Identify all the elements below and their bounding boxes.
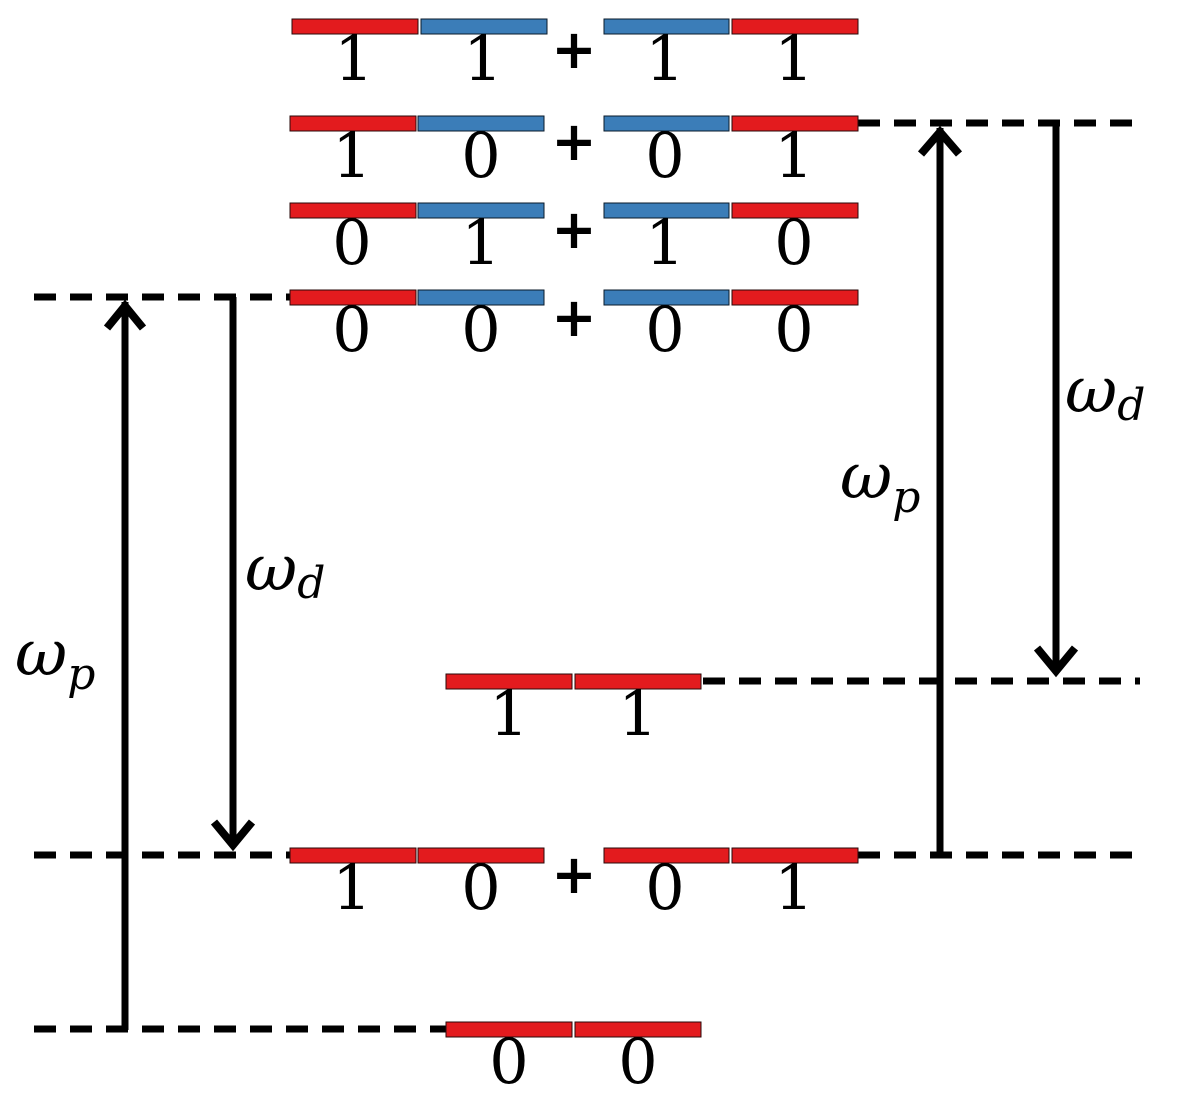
mode-bar-red [289, 847, 417, 864]
right-pump-arrow [917, 125, 963, 855]
mode-bar-red [417, 847, 545, 864]
mode-bar-red [731, 202, 859, 219]
mode-bar-blue [417, 289, 545, 306]
plus-sign: + [551, 198, 596, 261]
occupation-digit: 1 [461, 206, 500, 279]
mode-bar-blue [603, 18, 730, 35]
occupation-digit: 0 [461, 119, 500, 192]
state-row-sup-10: 1 0 + 0 1 [289, 110, 859, 192]
omega-subscript: p [67, 649, 95, 700]
occupation-digit: 1 [645, 22, 684, 95]
occupation-digit: 1 [334, 22, 373, 95]
mode-bar-blue [603, 115, 730, 132]
mode-bar-red [289, 202, 417, 219]
plus-sign: + [551, 843, 596, 906]
omega-symbol: ω [840, 440, 892, 514]
label-left-drive: ωd [245, 532, 325, 609]
occupation-digit: 1 [645, 206, 684, 279]
omega-subscript: d [297, 558, 325, 609]
occupation-digit: 0 [489, 1025, 528, 1098]
omega-symbol: ω [1065, 354, 1117, 428]
occupation-digit: 1 [774, 22, 813, 95]
occupation-digit: 1 [463, 22, 502, 95]
omega-subscript: p [892, 472, 920, 523]
arrow-head-down-icon [1033, 645, 1079, 678]
plus-sign: + [551, 18, 596, 81]
state-row-sup-01: 0 1 + 1 0 [289, 198, 859, 279]
arrow-head-up-icon [103, 299, 147, 331]
label-right-pump: ωp [840, 440, 920, 523]
plus-sign: + [551, 286, 596, 349]
left-drive-arrow [210, 297, 256, 852]
occupation-digit: 0 [618, 1025, 657, 1098]
arrow-head-up-icon [917, 125, 963, 157]
mode-bar-blue [603, 202, 730, 219]
occupation-digit: 0 [461, 851, 500, 924]
mode-bar-red [603, 847, 730, 864]
left-pump-arrow [103, 299, 147, 1030]
mode-bar-red [731, 115, 859, 132]
occupation-digit: 1 [618, 677, 657, 750]
right-drive-arrow [1033, 123, 1079, 678]
omega-symbol: ω [15, 617, 67, 691]
mode-bar-red [574, 1021, 702, 1038]
occupation-digit: 0 [645, 293, 684, 366]
mode-bar-red [445, 1021, 573, 1038]
mode-bar-red [731, 289, 859, 306]
omega-symbol: ω [245, 532, 297, 606]
mode-bar-blue [417, 202, 545, 219]
occupation-digit: 1 [332, 119, 371, 192]
occupation-digit: 1 [774, 851, 813, 924]
occupation-digit: 0 [774, 206, 813, 279]
occupation-digit: 1 [489, 677, 528, 750]
state-mid-11: 1 1 [445, 673, 702, 750]
occupation-digit: 1 [774, 119, 813, 192]
occupation-digit: 0 [645, 851, 684, 924]
plus-sign: + [551, 110, 596, 173]
mode-bar-blue [603, 289, 730, 306]
state-row-sup-00: 0 0 + 0 0 [289, 286, 859, 366]
mode-bar-red [289, 289, 417, 306]
omega-subscript: d [1117, 380, 1145, 431]
label-left-pump: ωp [15, 617, 95, 700]
state-row-top-11: 1 1 + 1 1 [291, 18, 859, 95]
energy-level-lines [34, 119, 1140, 1033]
occupation-digit: 0 [332, 293, 371, 366]
label-right-drive: ωd [1065, 354, 1145, 431]
state-row-low-10: 1 0 + 0 1 [289, 843, 859, 924]
occupation-digit: 0 [461, 293, 500, 366]
occupation-digit: 0 [645, 119, 684, 192]
mode-bar-red [731, 18, 859, 35]
mode-bar-red [291, 18, 419, 35]
mode-bar-red [445, 673, 573, 690]
occupation-digit: 0 [774, 293, 813, 366]
mode-bar-red [574, 673, 702, 690]
mode-bar-blue [420, 18, 548, 35]
arrow-head-down-icon [210, 819, 256, 852]
occupation-digit: 0 [332, 206, 371, 279]
mode-bar-red [731, 847, 859, 864]
mode-bar-red [289, 115, 417, 132]
occupation-digit: 1 [332, 851, 371, 924]
mode-bar-blue [417, 115, 545, 132]
state-ground-00: 0 0 [445, 1021, 702, 1098]
